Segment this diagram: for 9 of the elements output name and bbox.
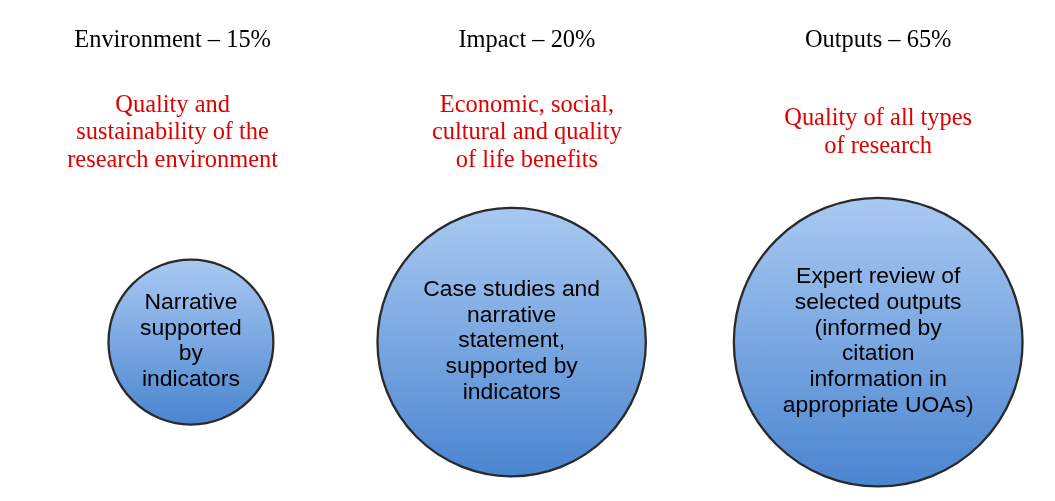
label: Quality of all types of research	[784, 103, 973, 158]
node-circle: Narrative supported by indicators	[107, 258, 275, 426]
node-circle: Case studies and narrative statement, supported by indicators	[376, 206, 647, 478]
label: Economic, social, cultural and quality of life benefits	[431, 89, 622, 172]
label: Quality and sustainability of the research environment	[67, 89, 279, 172]
label: Environment – 15%	[74, 25, 271, 53]
node-circle: Expert review of selected outputs (informed by citation information in appropriate UOAs)	[732, 196, 1024, 488]
label: Outputs – 65%	[804, 25, 952, 53]
label: Impact – 20%	[458, 25, 596, 53]
